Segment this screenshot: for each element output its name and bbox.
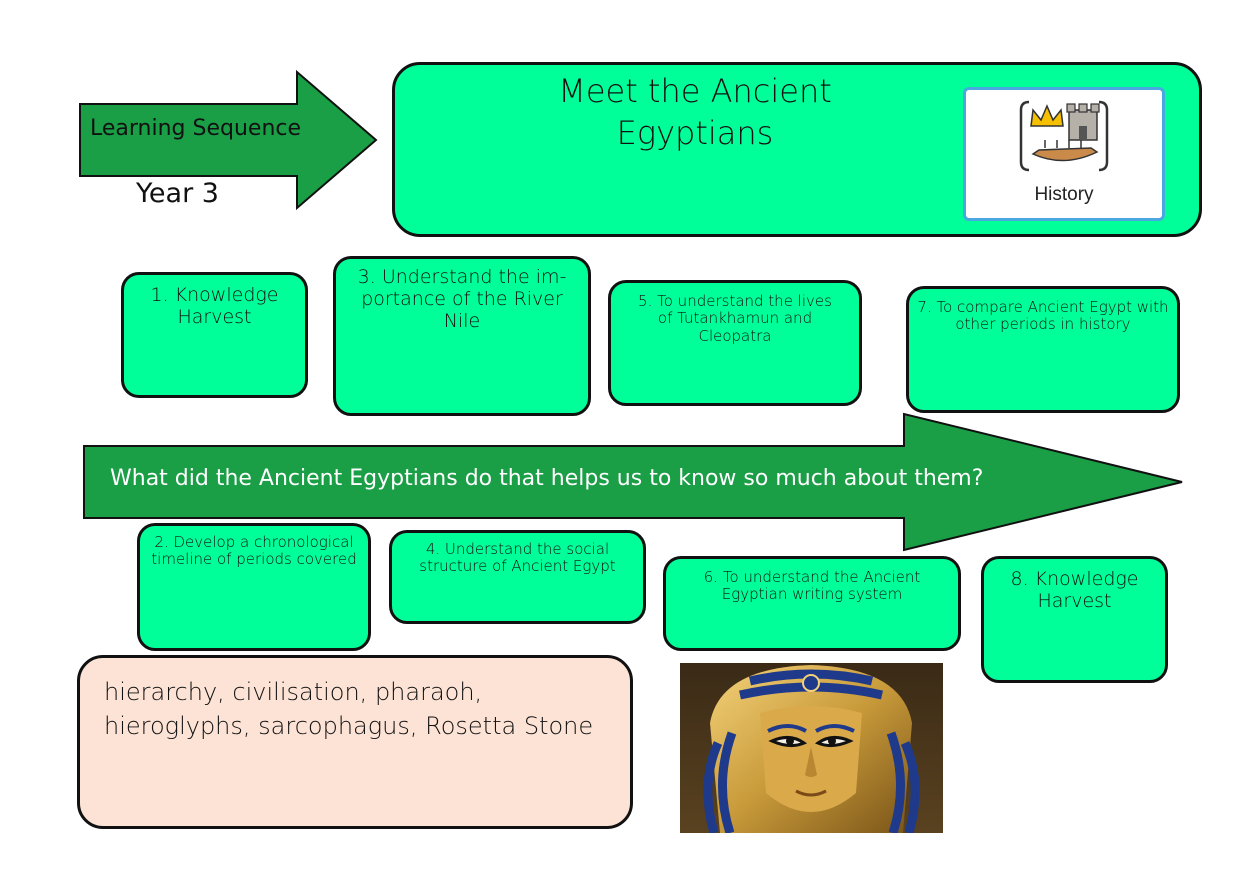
lesson-4-text: 4. Understand the social structure of An…: [419, 540, 616, 576]
vocabulary-box: hierarchy, civilisation, pharaoh, hierog…: [77, 655, 633, 829]
learning-sequence-label: Learning Sequence: [90, 116, 302, 141]
lesson-box-8: 8. Knowledge Harvest: [981, 556, 1168, 683]
history-symbol-card: History: [963, 87, 1165, 221]
lesson-box-7: 7. To compare Ancient Egypt with other p…: [906, 286, 1180, 413]
lesson-box-4: 4. Understand the social structure of An…: [389, 530, 646, 624]
lesson-6-text: 6. To understand the Ancient Egyptian wr…: [703, 568, 921, 604]
vocabulary-text: hierarchy, civilisation, pharaoh, hierog…: [104, 678, 594, 740]
lesson-box-5: 5. To understand the lives of Tutankhamu…: [608, 280, 862, 406]
year-label: Year 3: [136, 178, 219, 209]
lesson-3-text: 3. Understand the im-portance of the Riv…: [357, 266, 567, 332]
title-box: Meet the Ancient Egyptians History: [392, 62, 1202, 237]
lesson-box-3: 3. Understand the im-portance of the Riv…: [333, 256, 591, 416]
lesson-1-text: 1. Knowledge Harvest: [150, 284, 279, 328]
page-title-line2: Egyptians: [616, 114, 774, 152]
lesson-8-text: 8. Knowledge Harvest: [1010, 568, 1139, 612]
lesson-box-1: 1. Knowledge Harvest: [121, 272, 308, 398]
history-label: History: [1034, 184, 1094, 205]
lesson-box-2: 2. Develop a chronological timeline of p…: [137, 523, 371, 651]
history-symbol-icon: [1019, 100, 1109, 172]
big-question-text: What did the Ancient Egyptians do that h…: [110, 466, 984, 491]
lesson-7-text: 7. To compare Ancient Egypt with other p…: [917, 298, 1169, 334]
lesson-2-text: 2. Develop a chronological timeline of p…: [151, 533, 357, 569]
lesson-5-text: 5. To understand the lives of Tutankhamu…: [638, 292, 832, 345]
tutankhamun-mask-image: [680, 663, 943, 833]
page-title-line1: Meet the Ancient: [558, 72, 832, 110]
lesson-box-6: 6. To understand the Ancient Egyptian wr…: [663, 556, 961, 651]
